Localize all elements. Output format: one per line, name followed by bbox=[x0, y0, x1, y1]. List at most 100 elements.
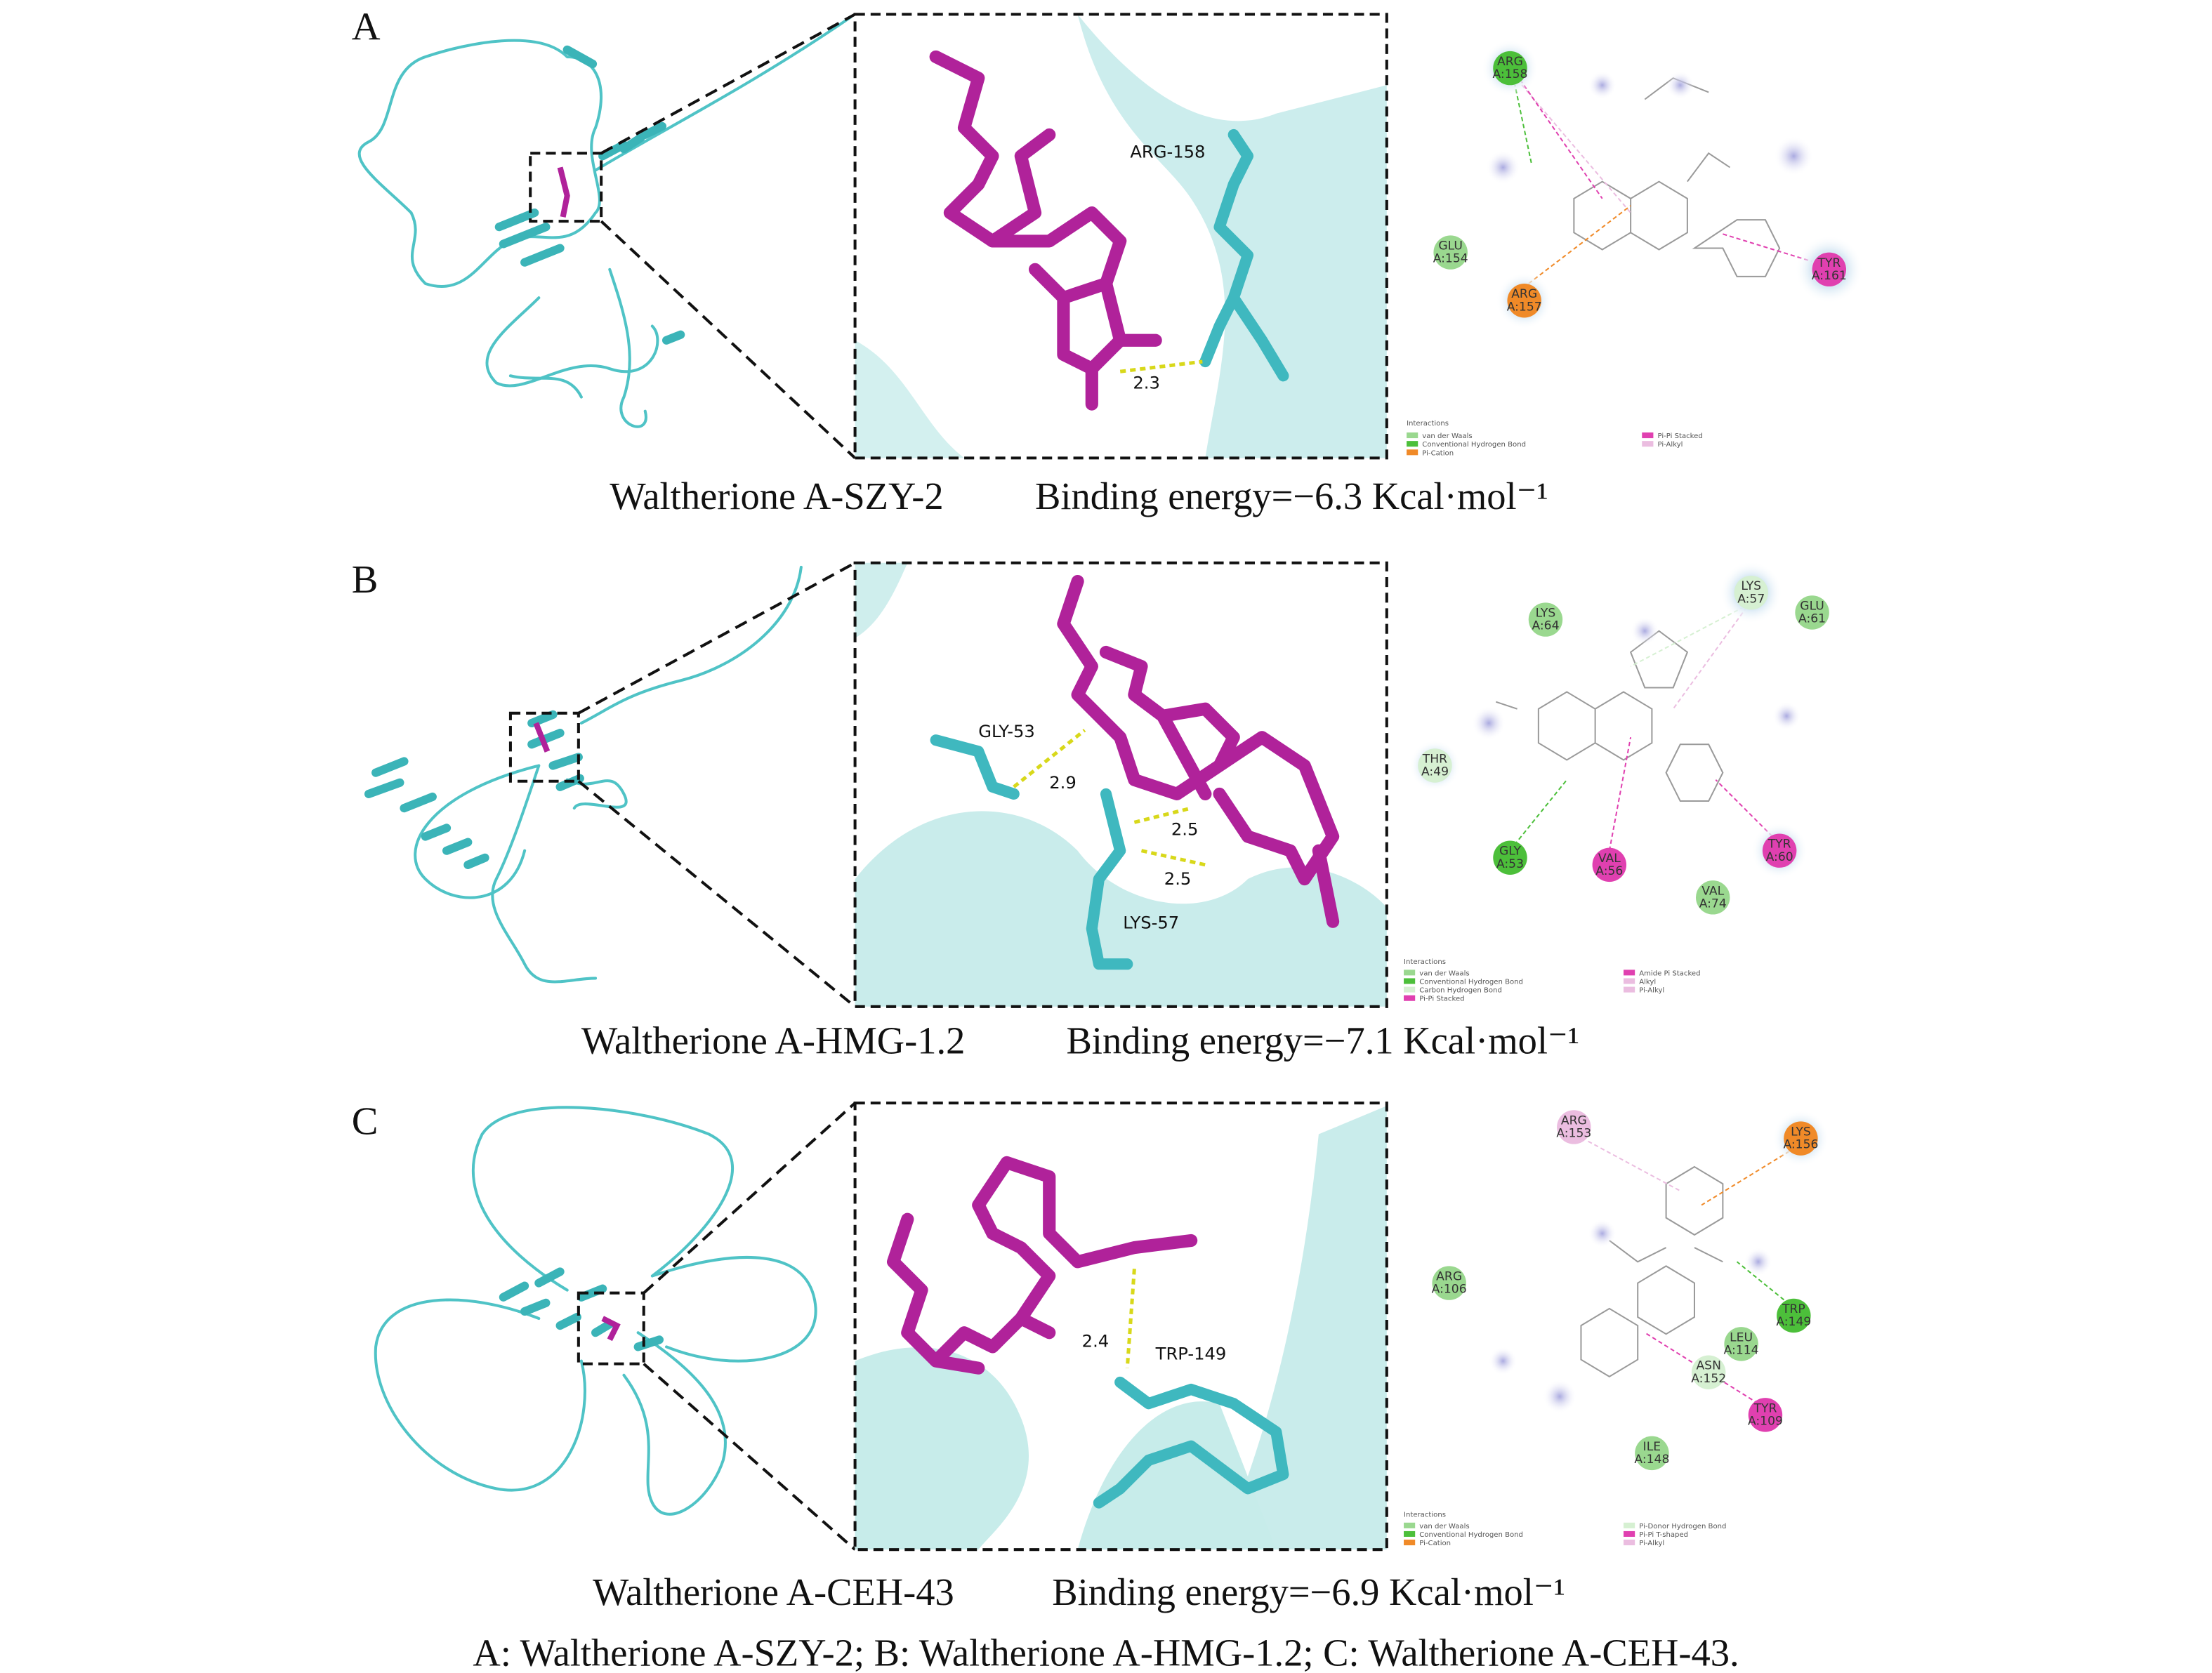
label-text: A:149 bbox=[1776, 1315, 1811, 1329]
complex-name: Waltherione A-HMG-1.2 bbox=[581, 1019, 966, 1062]
label-text: THR bbox=[1422, 753, 1447, 767]
label-text: Amide Pi Stacked bbox=[1639, 970, 1700, 977]
residue-label: TRP-149 bbox=[1155, 1344, 1227, 1364]
label-text: A:152 bbox=[1691, 1372, 1726, 1386]
label-text: TYR bbox=[1767, 838, 1791, 852]
label-text: Conventional Hydrogen Bond bbox=[1419, 1531, 1523, 1539]
protein-structure bbox=[357, 15, 852, 428]
label-text: Pi-Cation bbox=[1422, 449, 1454, 457]
label-text: Pi-Alkyl bbox=[1639, 987, 1664, 995]
protein-structure bbox=[374, 1106, 817, 1516]
label-text: TRP bbox=[1782, 1302, 1805, 1316]
binding-site-zoom: GLY-53 2.9 2.5 2.5 LYS-57 bbox=[853, 561, 1388, 1008]
label-text: van der Waals bbox=[1422, 432, 1472, 440]
figure-footnote: A: Waltherione A-SZY-2; B: Waltherione A… bbox=[473, 1632, 1739, 1673]
label-text: Conventional Hydrogen Bond bbox=[1419, 979, 1523, 986]
label-text: A:64 bbox=[1532, 619, 1559, 633]
legend: Interactions van der Waals Conventional … bbox=[1407, 420, 1703, 457]
binding-energy: Binding energy=−6.3 Kcal·mol⁻¹ bbox=[1035, 475, 1548, 517]
label-text: Pi-Donor Hydrogen Bond bbox=[1639, 1523, 1726, 1530]
label-text: A:148 bbox=[1634, 1453, 1669, 1467]
legend: Interactions van der Waals Conventional … bbox=[1404, 1512, 1726, 1547]
label-text: A:61 bbox=[1798, 612, 1826, 626]
label-text: A:157 bbox=[1507, 300, 1542, 314]
label-text: GLU bbox=[1800, 599, 1824, 613]
residue-label: LYS-57 bbox=[1123, 913, 1179, 933]
binding-energy: Binding energy=−6.9 Kcal·mol⁻¹ bbox=[1052, 1570, 1565, 1613]
label-text: A:53 bbox=[1496, 857, 1524, 871]
binding-site-box bbox=[529, 152, 603, 223]
label-text: Pi-Pi Stacked bbox=[1419, 996, 1464, 1003]
label-text: A:56 bbox=[1595, 864, 1623, 878]
label-text: GLU bbox=[1438, 239, 1463, 253]
label-text: A:156 bbox=[1783, 1138, 1818, 1152]
label-text: A:49 bbox=[1421, 765, 1449, 779]
label-text: ARG bbox=[1511, 287, 1537, 301]
panel-label: B bbox=[352, 558, 378, 602]
legend: Interactions van der Waals Conventional … bbox=[1404, 958, 1701, 1003]
protein-structure bbox=[364, 565, 803, 984]
label-text: van der Waals bbox=[1419, 1523, 1469, 1530]
distance-label: 2.5 bbox=[1171, 819, 1199, 839]
label-text: Interactions bbox=[1404, 958, 1446, 966]
label-text: Interactions bbox=[1407, 420, 1449, 428]
label-text: Carbon Hydrogen Bond bbox=[1419, 987, 1502, 995]
label-text: A:106 bbox=[1432, 1283, 1467, 1297]
label-text: A:158 bbox=[1492, 67, 1527, 81]
label-text: LYS bbox=[1791, 1125, 1811, 1139]
label-text: Pi-Alkyl bbox=[1639, 1540, 1664, 1547]
distance-label: 2.9 bbox=[1049, 773, 1077, 793]
label-text: A:60 bbox=[1766, 850, 1793, 864]
panel-label: A bbox=[352, 6, 381, 49]
label-text: ARG bbox=[1497, 55, 1523, 69]
complex-name: Waltherione A-SZY-2 bbox=[610, 475, 943, 517]
panel-label: C bbox=[352, 1100, 378, 1144]
label-text: A:109 bbox=[1748, 1414, 1783, 1428]
label-text: VAL bbox=[1701, 884, 1724, 898]
label-text: A:57 bbox=[1737, 592, 1765, 606]
binding-energy: Binding energy=−7.1 Kcal·mol⁻¹ bbox=[1066, 1019, 1579, 1062]
label-text: VAL bbox=[1598, 852, 1621, 866]
label-text: Pi-Alkyl bbox=[1657, 441, 1683, 449]
label-text: TYR bbox=[1817, 256, 1841, 270]
binding-site-box bbox=[577, 1291, 645, 1365]
label-text: Pi-Pi T-shaped bbox=[1639, 1531, 1688, 1539]
label-text: Pi-Cation bbox=[1419, 1540, 1451, 1547]
label-text: LYS bbox=[1536, 607, 1556, 621]
label-text: ILE bbox=[1643, 1440, 1661, 1454]
distance-label: 2.4 bbox=[1082, 1331, 1110, 1351]
label-text: ARG bbox=[1561, 1113, 1587, 1128]
label-text: A:154 bbox=[1433, 252, 1468, 266]
complex-name: Waltherione A-CEH-43 bbox=[593, 1570, 954, 1613]
label-text: LYS bbox=[1741, 579, 1761, 593]
binding-site-box bbox=[508, 711, 580, 783]
label-text: A:74 bbox=[1699, 897, 1727, 911]
label-text: ARG bbox=[1436, 1270, 1462, 1284]
label-text: A:153 bbox=[1556, 1127, 1591, 1141]
